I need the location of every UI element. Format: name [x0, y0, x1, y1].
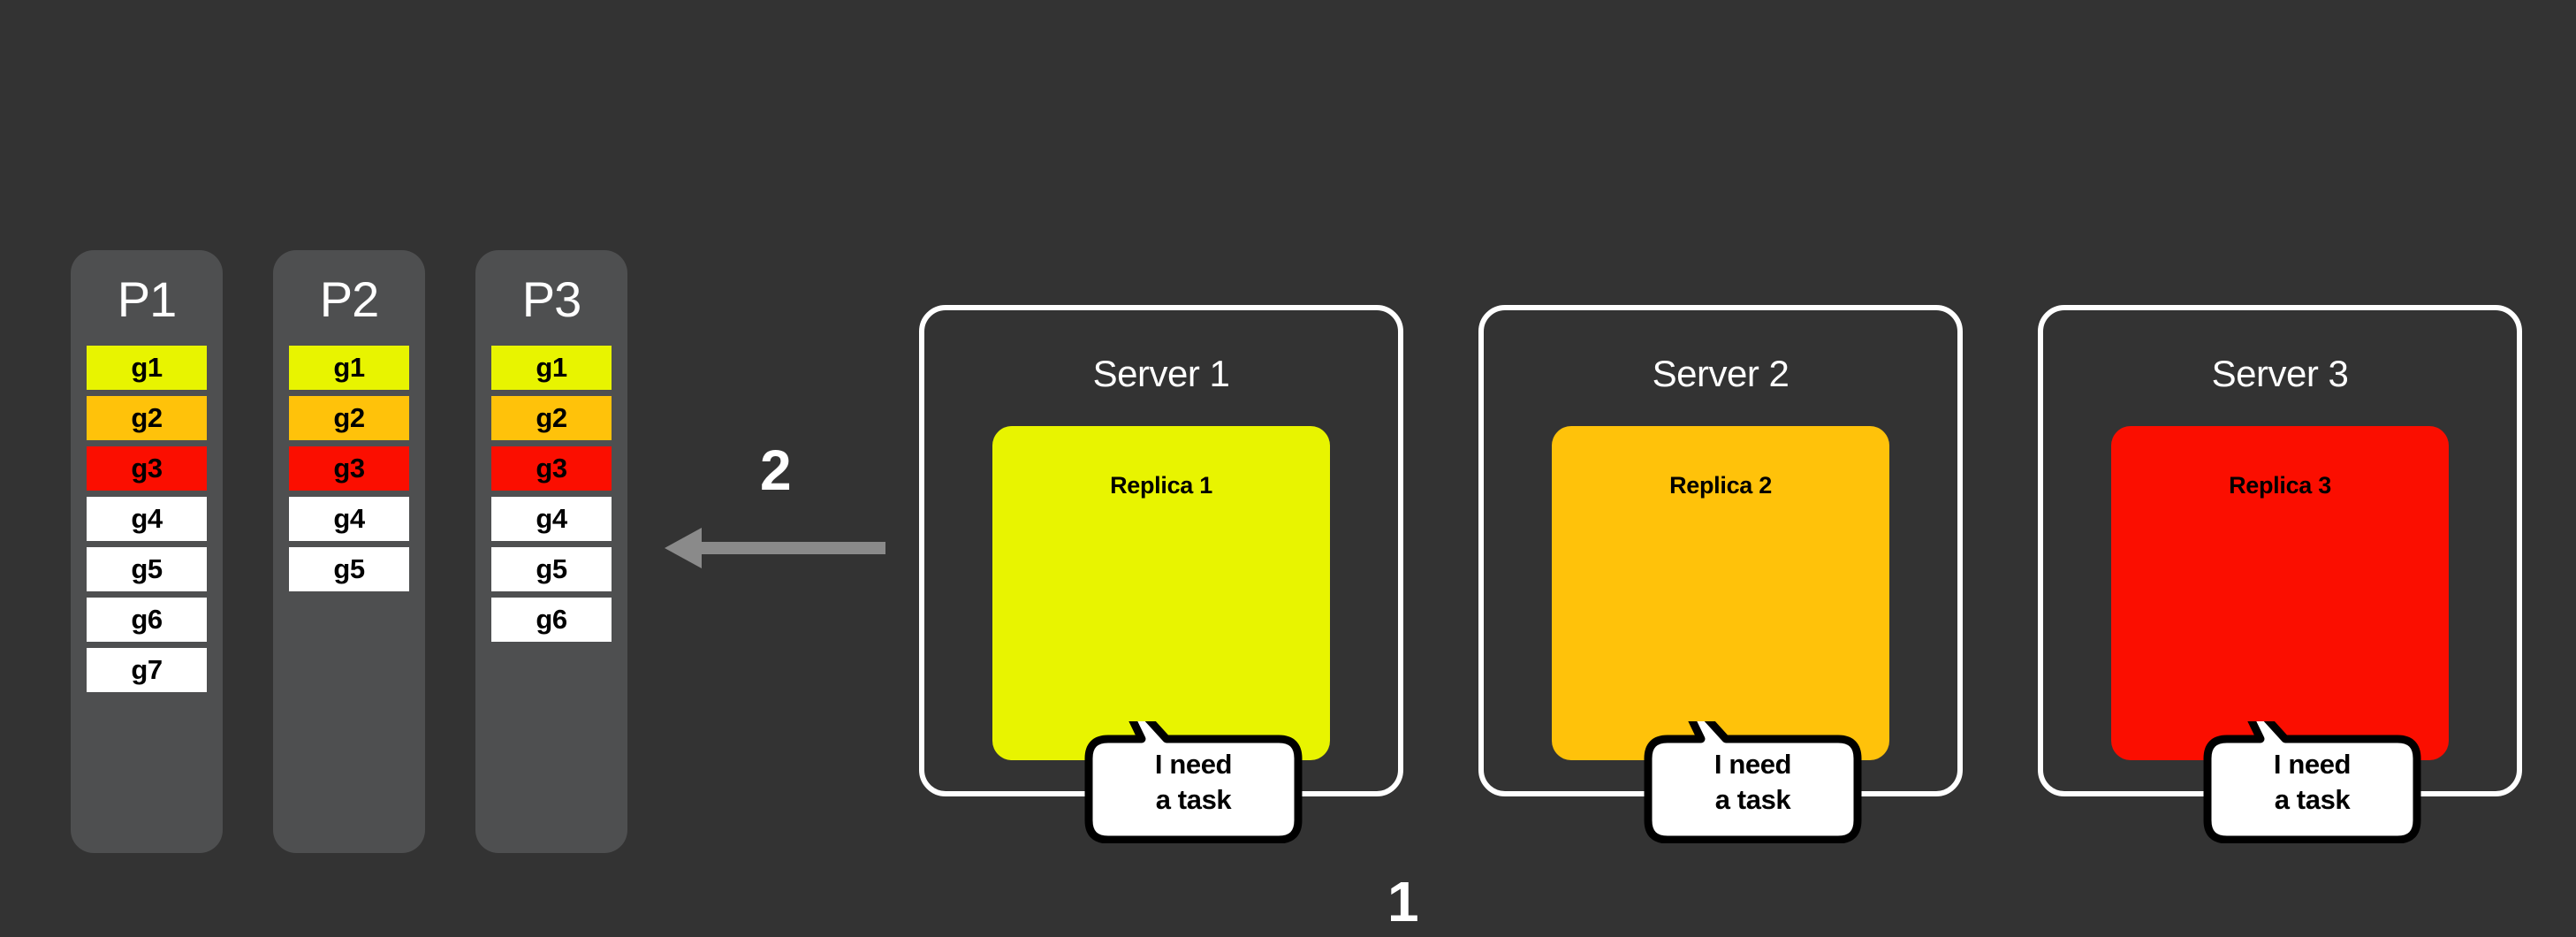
server-title: Server 3 [2211, 353, 2349, 394]
speech-bubble-shape [1084, 721, 1303, 843]
partition-slot[interactable]: g7 [87, 648, 207, 692]
step-2-arrow-group: 2 [665, 442, 885, 592]
partition-column-p2: P2 g1 g2 g3 g4 g5 [273, 250, 425, 853]
partitions-group: P1 g1 g2 g3 g4 g5 g6 g7 P2 g1 g2 g3 g4 g5 P3 g1 g2 g3 g4 g5… [71, 250, 627, 853]
partition-slot[interactable]: g2 [87, 396, 207, 440]
partition-title: P3 [521, 271, 581, 327]
server-title: Server 1 [1092, 353, 1230, 394]
partition-slot[interactable]: g5 [491, 547, 612, 591]
partition-column-p3: P3 g1 g2 g3 g4 g5 g6 [475, 250, 627, 853]
step-2-label: 2 [760, 438, 792, 502]
partition-slot[interactable]: g3 [491, 446, 612, 491]
partition-title: P1 [117, 271, 177, 327]
replica-box[interactable]: Replica 1 [992, 426, 1330, 760]
server-title: Server 2 [1652, 353, 1790, 394]
step-1-label: 1 [1387, 870, 1419, 933]
replica-box[interactable]: Replica 2 [1552, 426, 1889, 760]
partition-slot[interactable]: g6 [491, 598, 612, 642]
partition-slot[interactable]: g4 [289, 497, 409, 541]
partition-slot[interactable]: g1 [289, 346, 409, 390]
partition-slot[interactable]: g1 [87, 346, 207, 390]
replica-box[interactable]: Replica 3 [2111, 426, 2449, 760]
partition-slot[interactable]: g4 [87, 497, 207, 541]
speech-bubble-shape [1644, 721, 1862, 843]
partition-slot[interactable]: g6 [87, 598, 207, 642]
partition-slot[interactable]: g4 [491, 497, 612, 541]
left-arrow-icon [665, 528, 885, 568]
partition-slot[interactable]: g3 [289, 446, 409, 491]
partition-title: P2 [319, 271, 379, 327]
speech-bubble-shape [2203, 721, 2421, 843]
partition-slot[interactable]: g3 [87, 446, 207, 491]
partition-slot[interactable]: g5 [87, 547, 207, 591]
partition-column-p1: P1 g1 g2 g3 g4 g5 g6 g7 [71, 250, 223, 853]
partition-slot[interactable]: g1 [491, 346, 612, 390]
partition-slot[interactable]: g5 [289, 547, 409, 591]
partition-slot[interactable]: g2 [289, 396, 409, 440]
partition-slot[interactable]: g2 [491, 396, 612, 440]
